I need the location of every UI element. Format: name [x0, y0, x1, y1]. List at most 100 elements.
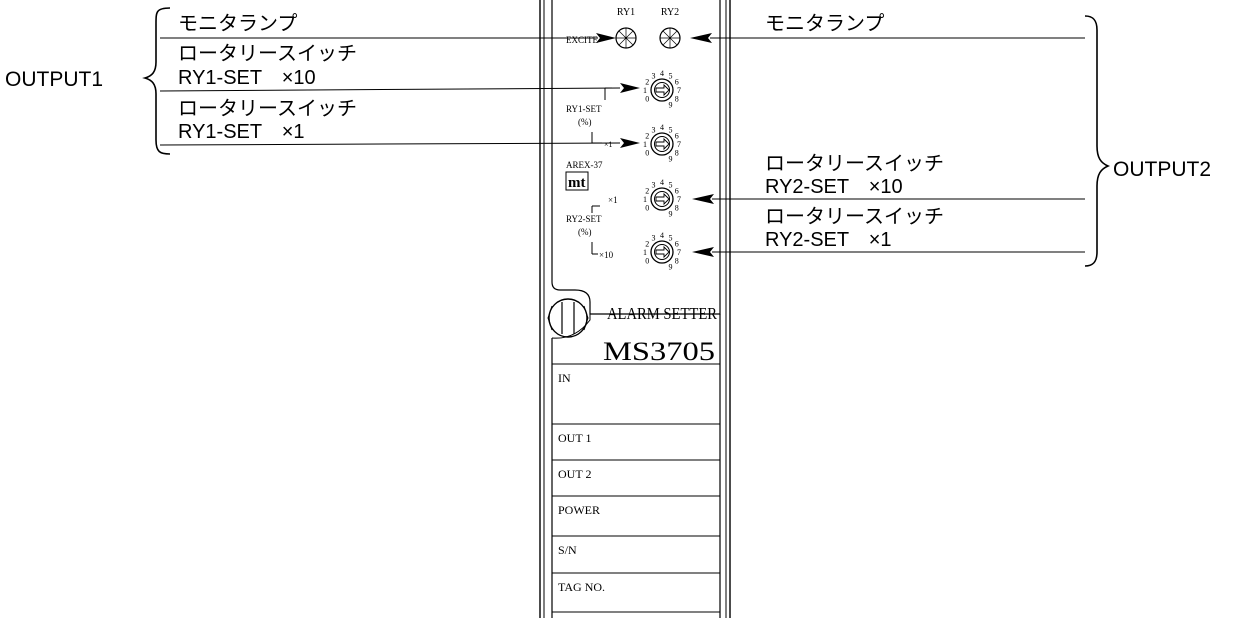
output2-label: OUTPUT2 — [1113, 158, 1211, 181]
ry1-x1-label: ×1 — [604, 140, 613, 149]
dial-digit: 1 — [643, 195, 647, 204]
spec-table: IN OUT 1 OUT 2 POWER S/N TAG NO. — [552, 371, 720, 613]
right-rotary-switch-label-1: ロータリースイッチ — [765, 152, 944, 175]
dial-digit: 5 — [669, 180, 673, 189]
monitor-lamp-ry2 — [659, 27, 681, 49]
spec-row-label: S/N — [558, 543, 577, 557]
ry2-set-label: RY2-SET — [566, 214, 602, 224]
mt-logo: mt — [565, 171, 589, 191]
right-rotary-switch-label-2: ロータリースイッチ — [765, 205, 944, 228]
arrow-head-icon — [620, 138, 640, 148]
ry2-percent-label: (%) — [578, 227, 592, 237]
left-ry1-set-x10-label: RY1-SET ×10 — [178, 67, 316, 89]
upper-window-outline — [551, 0, 721, 315]
arrow-head-icon — [692, 247, 714, 257]
excite-label: EXCITE — [566, 35, 598, 45]
dial-digit: 8 — [675, 204, 679, 213]
ry2-x1-label: ×1 — [608, 195, 618, 205]
dial-digit: 7 — [677, 248, 681, 257]
dial-digit: 4 — [660, 123, 664, 132]
lamp-ry2-label: RY2 — [661, 7, 679, 18]
dial-digit: 9 — [669, 155, 673, 164]
left-monitor-lamp-label: モニタランプ — [178, 12, 297, 35]
output1-group: OUTPUT1 モニタランプ ロータリースイッチ RY1-SET ×10 ロータ… — [5, 7, 640, 155]
dial-digit: 0 — [645, 95, 649, 104]
arrow-head-icon — [596, 33, 616, 43]
leader-line-ry1-x10 — [159, 87, 621, 92]
screw-icon — [547, 298, 589, 338]
left-rotary-switch-label-1: ロータリースイッチ — [178, 42, 357, 65]
device-panel: RY1 RY2 EXCITE RY1-SET (%) ×1 AREX-37 mt… — [539, 0, 731, 618]
spec-row-label: OUT 1 — [558, 431, 591, 445]
dial-digit: 0 — [645, 149, 649, 158]
dial-digit: 1 — [643, 248, 647, 257]
spec-row-label: OUT 2 — [558, 467, 591, 481]
ry2-x10-label: ×10 — [599, 250, 614, 260]
product-name: ALARM SETTER — [607, 304, 718, 323]
dial-digit: 9 — [669, 210, 673, 219]
dial-digit: 6 — [675, 78, 679, 87]
leader-line-ry1-x1 — [159, 142, 621, 146]
dial-digit: 3 — [652, 125, 656, 134]
right-ry2-set-x1-label: RY2-SET ×1 — [765, 229, 892, 251]
dial-pointer-icon — [655, 192, 670, 206]
left-rotary-switch-label-2: ロータリースイッチ — [178, 97, 357, 120]
output2-group: OUTPUT2 モニタランプ ロータリースイッチ RY2-SET ×10 ロータ… — [690, 12, 1211, 267]
dial-digit: 3 — [652, 233, 656, 242]
dial-digit: 6 — [675, 240, 679, 249]
dial-digit: 1 — [643, 86, 647, 95]
dial-digit: 4 — [660, 231, 664, 240]
monitor-lamp-ry1 — [615, 27, 637, 49]
arrow-head-icon — [692, 194, 714, 204]
svg-text:mt: mt — [568, 175, 586, 191]
output2-brace — [1084, 15, 1111, 267]
dial-digit: 2 — [645, 187, 649, 196]
dial-digit: 7 — [677, 195, 681, 204]
right-ry2-set-x10-label: RY2-SET ×10 — [765, 176, 903, 198]
dial-digit: 2 — [645, 240, 649, 249]
dial-digit: 2 — [645, 132, 649, 141]
dial-digit: 6 — [675, 132, 679, 141]
dial-digit: 3 — [652, 180, 656, 189]
dial-digit: 8 — [675, 149, 679, 158]
dial-pointer-icon — [655, 245, 670, 259]
dial-digit: 7 — [677, 140, 681, 149]
dial-pointer-icon — [655, 83, 670, 97]
ry1-percent-label: (%) — [578, 117, 592, 127]
model-number: MS3705 — [603, 337, 715, 366]
right-monitor-lamp-label: モニタランプ — [765, 12, 884, 35]
spec-row-label: TAG NO. — [558, 580, 605, 594]
dial-digit: 4 — [660, 69, 664, 78]
dial-digit: 9 — [669, 101, 673, 110]
dial-digit: 4 — [660, 178, 664, 187]
left-ry1-set-x1-label: RY1-SET ×1 — [178, 121, 305, 143]
dial-digit: 2 — [645, 78, 649, 87]
dial-digit: 6 — [675, 187, 679, 196]
dial-digit: 7 — [677, 86, 681, 95]
spec-row-label: POWER — [558, 503, 600, 517]
spec-row-label: IN — [558, 371, 571, 385]
dial-digit: 8 — [675, 257, 679, 266]
lamp-ry1-label: RY1 — [617, 7, 635, 18]
dial-digit: 0 — [645, 204, 649, 213]
dial-digit: 3 — [652, 71, 656, 80]
dial-digit: 9 — [669, 263, 673, 272]
dial-digit: 5 — [669, 71, 673, 80]
model-code-label: AREX-37 — [566, 160, 603, 170]
ry1-set-label: RY1-SET — [566, 104, 602, 114]
arrow-head-icon — [690, 33, 712, 43]
output1-brace — [142, 7, 171, 155]
dial-digit: 0 — [645, 257, 649, 266]
output1-label: OUTPUT1 — [5, 68, 103, 91]
dial-digit: 5 — [669, 233, 673, 242]
dial-digit: 5 — [669, 125, 673, 134]
dial-digit: 1 — [643, 140, 647, 149]
dial-digit: 8 — [675, 95, 679, 104]
arrow-head-icon — [620, 83, 640, 93]
dial-pointer-icon — [655, 137, 670, 151]
